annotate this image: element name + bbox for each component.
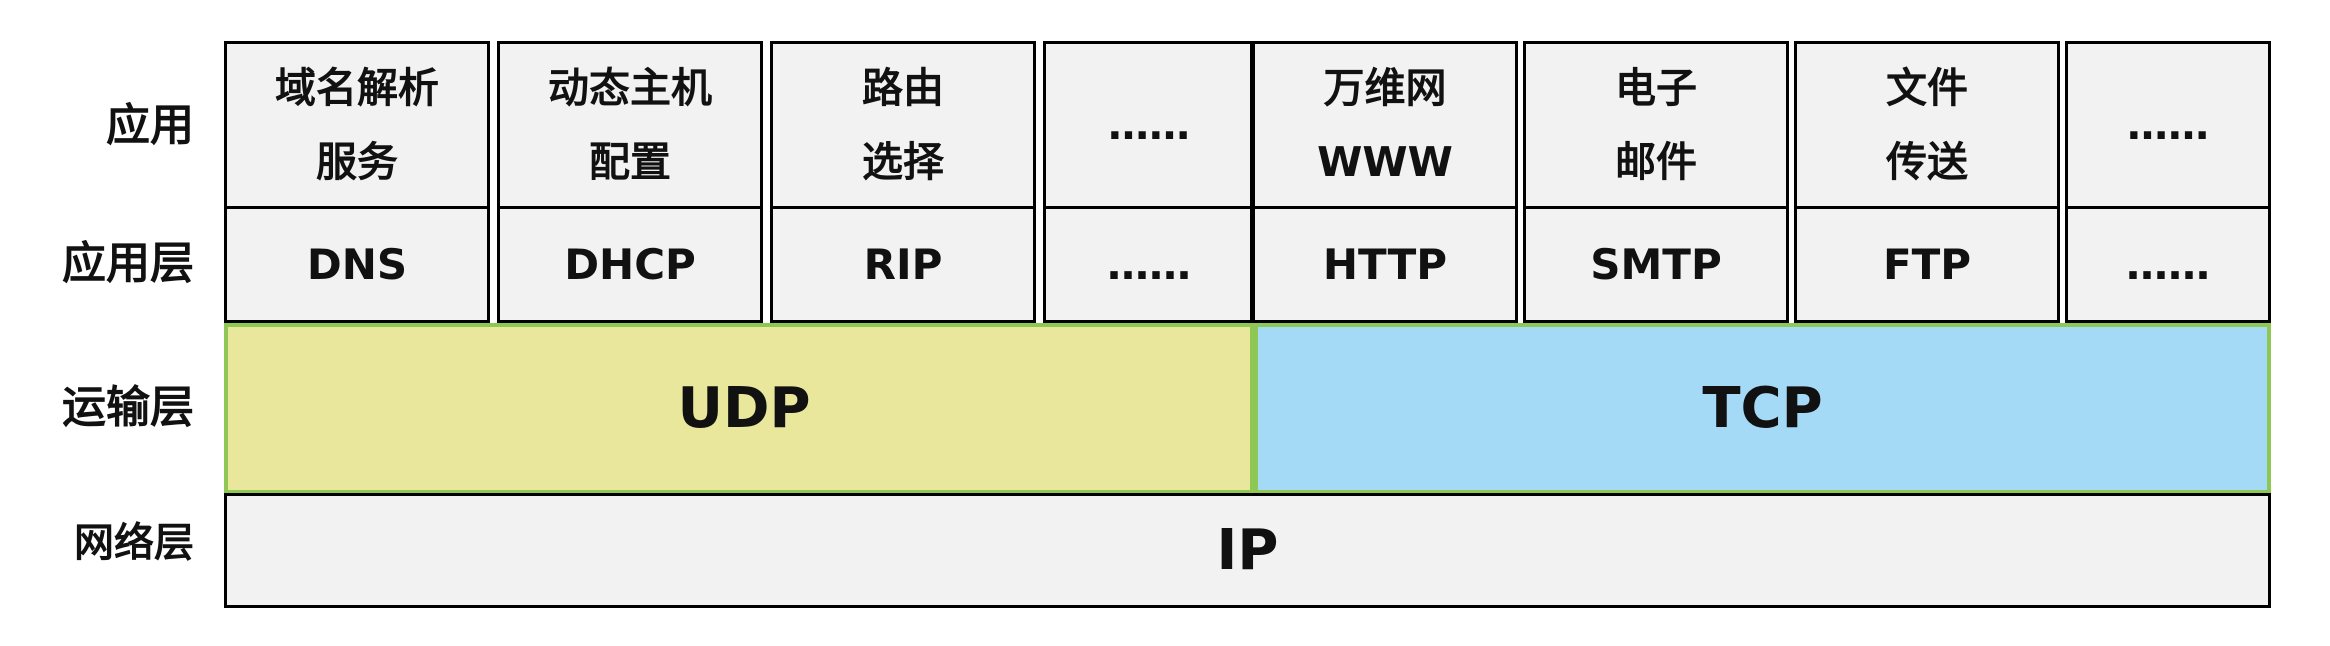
- protocol-cell-dhcp: DHCP: [497, 206, 763, 323]
- app-cell-line1: 万维网: [1323, 64, 1447, 112]
- protocol-cell-rip: RIP: [770, 206, 1036, 323]
- protocol-cell-http: HTTP: [1252, 206, 1518, 323]
- protocol-label: ……: [2126, 239, 2210, 289]
- row-label-app: 应用: [106, 100, 194, 151]
- protocol-label: DHCP: [564, 239, 696, 289]
- row-label-app-layer: 应用层: [62, 238, 194, 289]
- udp-label: UDP: [677, 376, 811, 441]
- protocol-label: RIP: [863, 239, 943, 289]
- app-cell-line2: 服务: [316, 138, 398, 186]
- row-label-network-layer: 网络层: [74, 520, 194, 566]
- protocol-cell-ellipsis-left: ……: [1043, 206, 1255, 323]
- app-cell-routing: 路由 选择: [770, 41, 1036, 209]
- app-cell-line1: 文件: [1886, 64, 1968, 112]
- app-cell-line1: 电子: [1615, 64, 1697, 112]
- app-cell-line1: 域名解析: [275, 64, 439, 112]
- app-cell-line1: 动态主机: [548, 64, 712, 112]
- app-cell-line2: 配置: [589, 138, 671, 186]
- app-cell-line1: ……: [1108, 101, 1190, 149]
- app-cell-line1: ……: [2127, 101, 2209, 149]
- ip-band: IP: [224, 493, 2271, 608]
- app-cell-line2: WWW: [1317, 138, 1453, 186]
- protocol-cell-smtp: SMTP: [1523, 206, 1789, 323]
- protocol-label: SMTP: [1590, 239, 1722, 289]
- app-cell-ellipsis-right: ……: [2065, 41, 2271, 209]
- app-cell-line2: 邮件: [1615, 138, 1697, 186]
- app-cell-file-transfer: 文件 传送: [1794, 41, 2060, 209]
- app-cell-dhcp-config: 动态主机 配置: [497, 41, 763, 209]
- protocol-label: FTP: [1882, 239, 1972, 289]
- app-cell-line1: 路由: [862, 64, 944, 112]
- protocol-cell-ftp: FTP: [1794, 206, 2060, 323]
- udp-tcp-app-divider: [1250, 41, 1255, 323]
- tcp-label: TCP: [1702, 376, 1823, 441]
- app-cell-www: 万维网 WWW: [1252, 41, 1518, 209]
- protocol-cell-ellipsis-right: ……: [2065, 206, 2271, 323]
- app-cell-ellipsis-left: ……: [1043, 41, 1255, 209]
- app-cell-email: 电子 邮件: [1523, 41, 1789, 209]
- udp-band: UDP: [224, 323, 1260, 494]
- protocol-cell-dns: DNS: [224, 206, 490, 323]
- app-cell-line2: 选择: [862, 138, 944, 186]
- row-label-transport-layer: 运输层: [62, 382, 194, 433]
- tcp-band: TCP: [1254, 323, 2271, 494]
- protocol-label: ……: [1107, 239, 1191, 289]
- app-cell-dns-service: 域名解析 服务: [224, 41, 490, 209]
- protocol-label: HTTP: [1322, 239, 1448, 289]
- protocol-label: DNS: [306, 239, 408, 289]
- transport-divider: [1250, 323, 1256, 494]
- app-cell-line2: 传送: [1886, 138, 1968, 186]
- ip-label: IP: [1216, 518, 1279, 583]
